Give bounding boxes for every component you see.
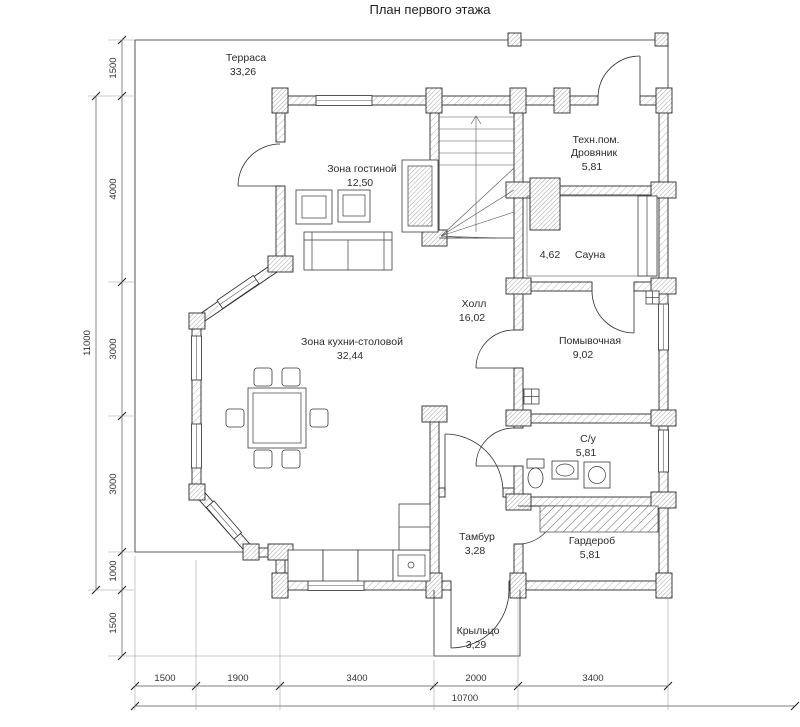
window: [191, 423, 202, 469]
room-label-porch: Крыльцо: [457, 625, 500, 637]
dim-left-5: 1500: [108, 612, 119, 633]
room-area-vestibule: 3,28: [465, 545, 486, 557]
dim-left-total: 11000: [82, 330, 93, 356]
room-label-tech-1: Техн.пом.: [572, 134, 619, 146]
washing-machine: [583, 461, 611, 489]
chair: [253, 367, 273, 387]
door-wc: [475, 427, 515, 467]
door-entry: [450, 589, 510, 649]
page-title: План первого этажа: [369, 2, 491, 17]
window: [658, 429, 669, 473]
window: [205, 500, 243, 540]
door-living-terrace: [237, 143, 281, 187]
chair: [309, 408, 329, 428]
room-label-living: Зона гостиной: [327, 163, 397, 175]
chair: [225, 408, 245, 428]
dim-left-3: 3000: [108, 473, 119, 494]
toilet: [526, 458, 545, 489]
armchair: [337, 189, 371, 223]
dim-bottom-0: 1500: [154, 673, 175, 684]
terrace-outline: [134, 32, 669, 553]
window: [216, 274, 260, 310]
door-washing: [475, 329, 515, 369]
staircase: [439, 115, 515, 239]
dim-bottom-3: 2000: [465, 673, 486, 684]
kitchen-sink: [392, 549, 431, 582]
room-label-hall: Холл: [462, 298, 487, 310]
window: [307, 580, 365, 591]
room-label-kitchen: Зона кухни-столовой: [301, 336, 403, 348]
dining-set: [225, 367, 329, 469]
windows: [191, 95, 669, 591]
dim-bottom-2: 3400: [346, 673, 367, 684]
armchair: [295, 189, 333, 225]
room-label-sauna: Сауна: [575, 249, 605, 261]
sauna-bench: [637, 195, 658, 277]
door-tech-terrace: [597, 55, 641, 97]
dim-bottom-4: 3400: [582, 673, 603, 684]
doors: [237, 55, 641, 649]
room-label-washing: Помывочная: [559, 335, 621, 347]
dim-left-2: 3000: [108, 338, 119, 359]
dim-left-1: 4000: [108, 178, 119, 199]
dim-left-4: 1000: [108, 560, 119, 581]
log-joints: [188, 87, 677, 599]
washbasin-small: [523, 388, 540, 405]
room-area-living: 12,50: [347, 177, 373, 189]
window: [658, 303, 669, 351]
wc-fixtures: [526, 458, 611, 489]
stairs-direction-arrow: [470, 115, 482, 232]
room-label-wc: С/у: [580, 433, 597, 445]
room-area-hall: 16,02: [459, 312, 485, 324]
sauna-interior: [526, 177, 658, 277]
room-area-tech: 5,81: [582, 161, 603, 173]
terrace-post: [654, 32, 669, 47]
room-label-terrace: Терраса: [226, 52, 266, 64]
terrace-post: [507, 32, 522, 47]
sink: [551, 460, 579, 480]
door-vestibule: [444, 433, 504, 493]
chair: [253, 449, 273, 469]
room-area-washing: 9,02: [573, 349, 594, 361]
porch-outline: [433, 590, 521, 657]
room-labels: Терраса 33,26 Зона гостиной 12,50 Техн.п…: [226, 52, 621, 651]
chair: [281, 449, 301, 469]
dim-bottom-1: 1900: [227, 673, 248, 684]
window: [191, 335, 202, 381]
room-label-wardrobe: Гардероб: [569, 535, 615, 547]
washing-fixtures: [523, 290, 660, 405]
fireplace: [401, 159, 439, 233]
room-area-wc: 5,81: [576, 447, 597, 459]
room-area-porch: 3,29: [466, 639, 487, 651]
sauna-stove: [529, 177, 561, 231]
chair: [281, 367, 301, 387]
room-area-kitchen: 32,44: [337, 350, 363, 362]
room-label-tech-2: Дровяник: [571, 147, 618, 159]
room-area-terrace: 33,26: [230, 66, 256, 78]
vent-shaft: [645, 290, 660, 305]
dimensions: 11000 1500 4000 3000 3000 1000 1500 1500…: [82, 35, 800, 711]
room-area-sauna: 4,62: [540, 249, 561, 261]
room-label-vestibule: Тамбур: [459, 531, 495, 543]
door-sauna: [591, 290, 635, 334]
sofa: [303, 231, 393, 271]
living-furniture: [295, 159, 439, 271]
dim-left-0: 1500: [108, 57, 119, 78]
room-area-wardrobe: 5,81: [580, 549, 601, 561]
wardrobe-shelving: [539, 505, 659, 533]
window: [315, 95, 373, 106]
kitchen-counters: [287, 503, 431, 582]
dining-table: [247, 387, 307, 449]
dim-bottom-total: 10700: [452, 693, 478, 704]
